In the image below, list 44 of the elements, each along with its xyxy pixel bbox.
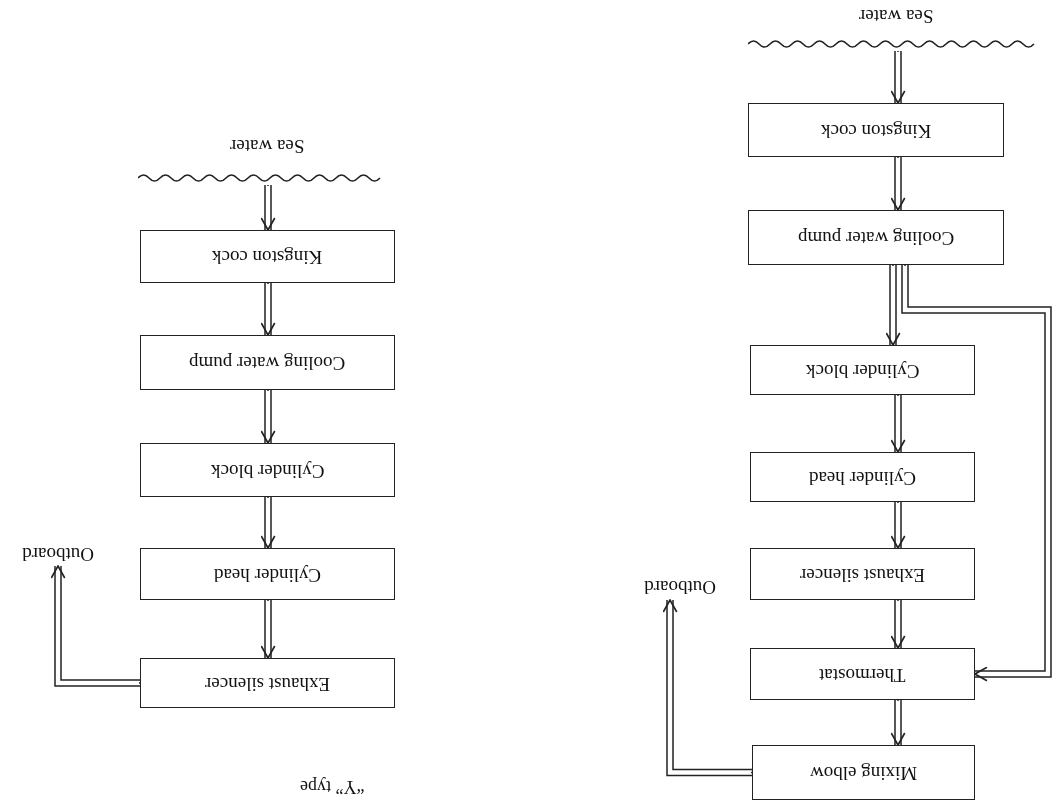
node-label: Mixing elbow	[809, 762, 918, 783]
process-box	[750, 452, 975, 502]
process-box	[748, 103, 1004, 157]
flow-arrow	[890, 156, 906, 211]
flow-arrow	[50, 565, 141, 687]
flow-arrow	[260, 496, 276, 549]
process-box	[748, 210, 1004, 265]
process-box	[750, 548, 975, 600]
node-label: Exhaust silencer	[204, 672, 330, 694]
flow-arrow	[662, 599, 753, 777]
flow-arrow	[260, 599, 276, 659]
node-label: Thermostat	[819, 663, 906, 685]
flow-arrow	[890, 501, 906, 549]
node-label: Sea water	[229, 135, 305, 156]
process-box	[140, 335, 395, 390]
node-label: Cylinder block	[805, 359, 920, 381]
node-label: Cylinder head	[808, 466, 917, 488]
outlet-label: Outboard	[8, 540, 108, 564]
process-box	[750, 345, 975, 395]
node-label: Exhaust silencer	[799, 563, 925, 585]
flow-arrow	[890, 599, 906, 649]
node-label: Kingston cock	[820, 119, 932, 141]
node-label: Kingston cock	[212, 246, 323, 267]
process-box	[140, 443, 395, 497]
process-box	[140, 658, 395, 708]
flow-arrow	[890, 699, 906, 746]
node-label: Cooling water pump	[797, 227, 955, 248]
flow-arrow	[260, 282, 276, 336]
outlet-label: Outboard	[630, 573, 730, 597]
flow-arrow	[890, 50, 906, 104]
node-label: Cooling water pump	[189, 352, 346, 373]
flow-arrow	[260, 184, 276, 231]
flow-arrow	[901, 264, 1052, 682]
caption-label: “Y” type	[300, 776, 365, 797]
process-box	[750, 648, 975, 700]
process-box	[140, 230, 395, 283]
node-label: Sea water	[858, 5, 934, 26]
node-label: Cylinder block	[210, 459, 325, 481]
node-label: Cylinder head	[213, 563, 322, 585]
process-box	[752, 745, 975, 800]
process-box	[140, 548, 395, 600]
flow-arrow	[260, 389, 276, 444]
flow-arrow	[885, 264, 901, 346]
flow-arrow	[890, 394, 906, 453]
